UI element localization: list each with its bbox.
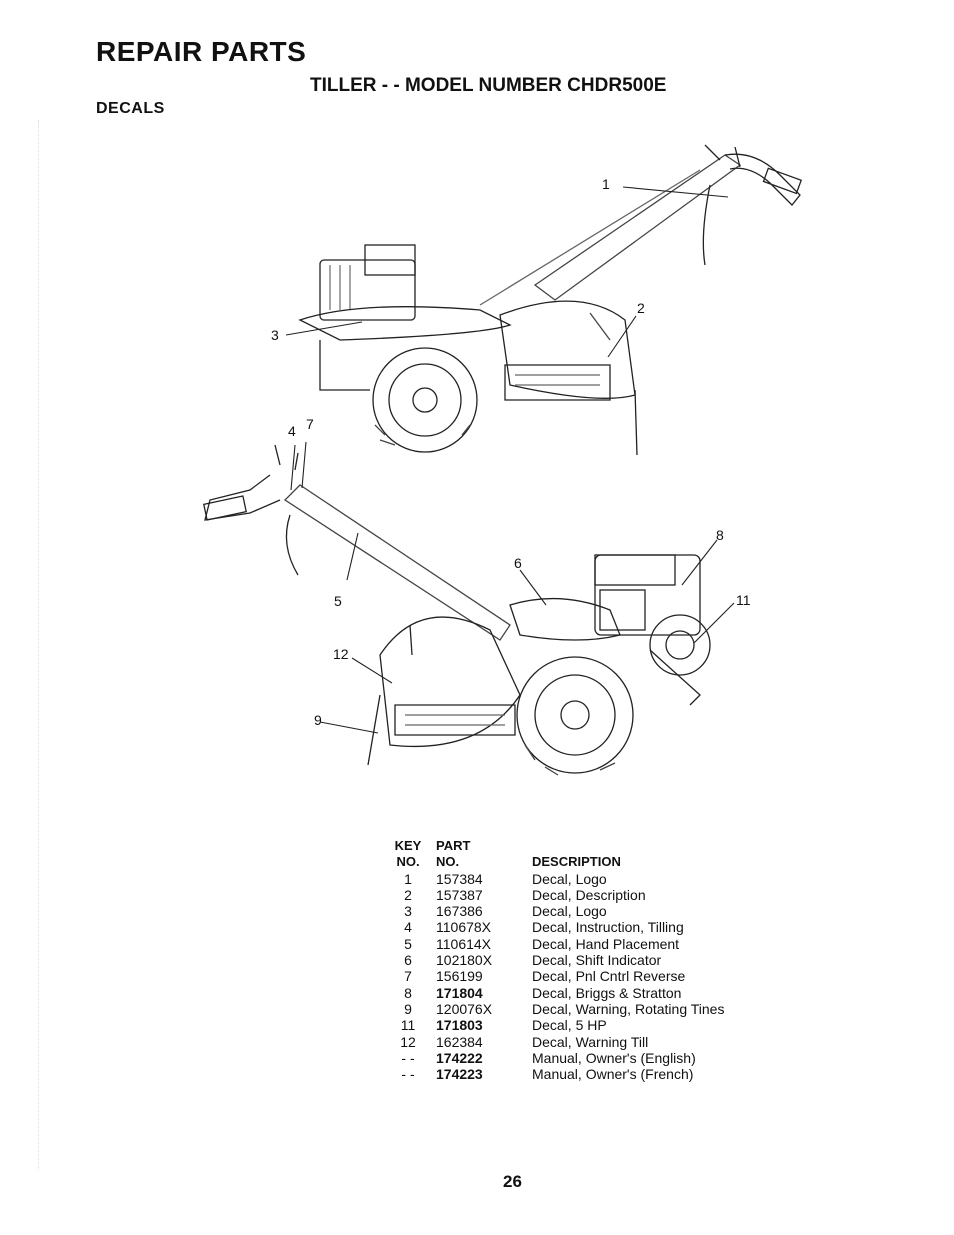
header-part-top: PART xyxy=(436,838,471,853)
callout-6: 6 xyxy=(514,555,522,571)
key-cell: 5 xyxy=(404,935,412,952)
callout-7: 7 xyxy=(306,416,314,432)
description-cell: Decal, Pnl Cntrl Reverse xyxy=(532,968,686,985)
table-row: 7 156199 Decal, Pnl Cntrl Reverse xyxy=(380,968,762,984)
description-cell: Decal, Briggs & Stratton xyxy=(532,984,682,1001)
header-key-bottom: NO. xyxy=(396,854,420,870)
key-cell: 6 xyxy=(404,952,412,969)
key-cell: 4 xyxy=(404,919,412,936)
callout-1: 1 xyxy=(602,176,610,192)
part-cell: 171803 xyxy=(436,1017,483,1034)
description-cell: Decal, Hand Placement xyxy=(532,935,680,952)
tiller-top-illustration xyxy=(298,144,803,456)
description-cell: Decal, Logo xyxy=(532,870,607,887)
page-edge-mark xyxy=(38,120,39,1170)
key-cell: 8 xyxy=(404,984,412,1001)
table-row: 9 120076X Decal, Warning, Rotating Tines xyxy=(380,1001,762,1017)
description-cell: Decal, Logo xyxy=(532,903,607,920)
key-cell: 9 xyxy=(404,1000,412,1017)
callout-8: 8 xyxy=(716,527,724,543)
table-row: 2 157387 Decal, Description xyxy=(380,887,762,903)
tiller-decal-diagram xyxy=(203,144,803,776)
part-cell: 157384 xyxy=(436,870,483,887)
key-cell: 1 xyxy=(404,870,412,887)
table-row: 1 157384 Decal, Logo xyxy=(380,871,762,887)
part-cell: 157387 xyxy=(436,886,483,903)
table-header-row-top: KEY PART xyxy=(380,838,762,854)
callout-2: 2 xyxy=(637,300,645,316)
parts-list-table: KEY PART NO. NO. DESCRIPTION 1 157384 De… xyxy=(380,838,762,1082)
part-cell: 174223 xyxy=(436,1066,483,1083)
table-row: 4 110678X Decal, Instruction, Tilling xyxy=(380,919,762,935)
table-row: 8 171804 Decal, Briggs & Stratton xyxy=(380,985,762,1001)
key-cell: 12 xyxy=(400,1033,416,1050)
callout-leader-lines xyxy=(285,186,735,734)
description-cell: Decal, Shift Indicator xyxy=(532,952,662,969)
page-number: 26 xyxy=(503,1172,522,1191)
description-cell: Decal, Warning, Rotating Tines xyxy=(532,1000,725,1017)
part-cell: 167386 xyxy=(436,903,483,920)
description-cell: Decal, Instruction, Tilling xyxy=(532,919,684,936)
page-title: REPAIR PARTS xyxy=(96,36,307,67)
table-row: - - 174223 Manual, Owner's (French) xyxy=(380,1066,762,1082)
key-cell: - - xyxy=(401,1066,415,1083)
part-cell: 156199 xyxy=(436,968,483,985)
section-label: DECALS xyxy=(96,100,165,117)
description-cell: Decal, Warning Till xyxy=(532,1033,649,1050)
callout-11: 11 xyxy=(736,592,751,608)
description-cell: Decal, 5 HP xyxy=(532,1017,607,1034)
part-cell: 110678X xyxy=(436,919,492,936)
part-cell: 174222 xyxy=(436,1049,483,1066)
callout-12: 12 xyxy=(333,646,349,662)
table-row: 12 162384 Decal, Warning Till xyxy=(380,1034,762,1050)
table-header-row-bottom: NO. NO. DESCRIPTION xyxy=(380,854,762,870)
part-cell: 102180X xyxy=(436,952,493,969)
table-row: 5 110614X Decal, Hand Placement xyxy=(380,936,762,952)
key-cell: 11 xyxy=(400,1017,416,1034)
key-cell: 3 xyxy=(404,903,412,920)
part-cell: 162384 xyxy=(436,1033,483,1050)
key-cell: 2 xyxy=(404,886,412,903)
header-part-bottom: NO. xyxy=(436,854,460,870)
header-key-top: KEY xyxy=(394,838,422,853)
description-cell: Decal, Description xyxy=(532,886,646,903)
table-row: 3 167386 Decal, Logo xyxy=(380,903,762,919)
header-description: DESCRIPTION xyxy=(532,854,621,870)
part-cell: 171804 xyxy=(436,984,483,1001)
description-cell: Manual, Owner's (French) xyxy=(532,1066,694,1083)
description-cell: Manual, Owner's (English) xyxy=(532,1049,696,1066)
model-subtitle: TILLER - - MODEL NUMBER CHDR500E xyxy=(310,75,667,96)
callout-9: 9 xyxy=(314,712,322,728)
part-cell: 120076X xyxy=(436,1000,493,1017)
key-cell: 7 xyxy=(404,968,412,985)
key-cell: - - xyxy=(401,1049,415,1066)
tiller-bottom-illustration xyxy=(203,444,711,776)
callout-4: 4 xyxy=(288,423,296,439)
callout-3: 3 xyxy=(271,327,279,343)
table-row: 6 102180X Decal, Shift Indicator xyxy=(380,952,762,968)
table-row: 11 171803 Decal, 5 HP xyxy=(380,1017,762,1033)
header-desc-top xyxy=(532,838,762,854)
table-row: - - 174222 Manual, Owner's (English) xyxy=(380,1050,762,1066)
part-cell: 110614X xyxy=(436,935,492,952)
callout-5: 5 xyxy=(334,593,342,609)
